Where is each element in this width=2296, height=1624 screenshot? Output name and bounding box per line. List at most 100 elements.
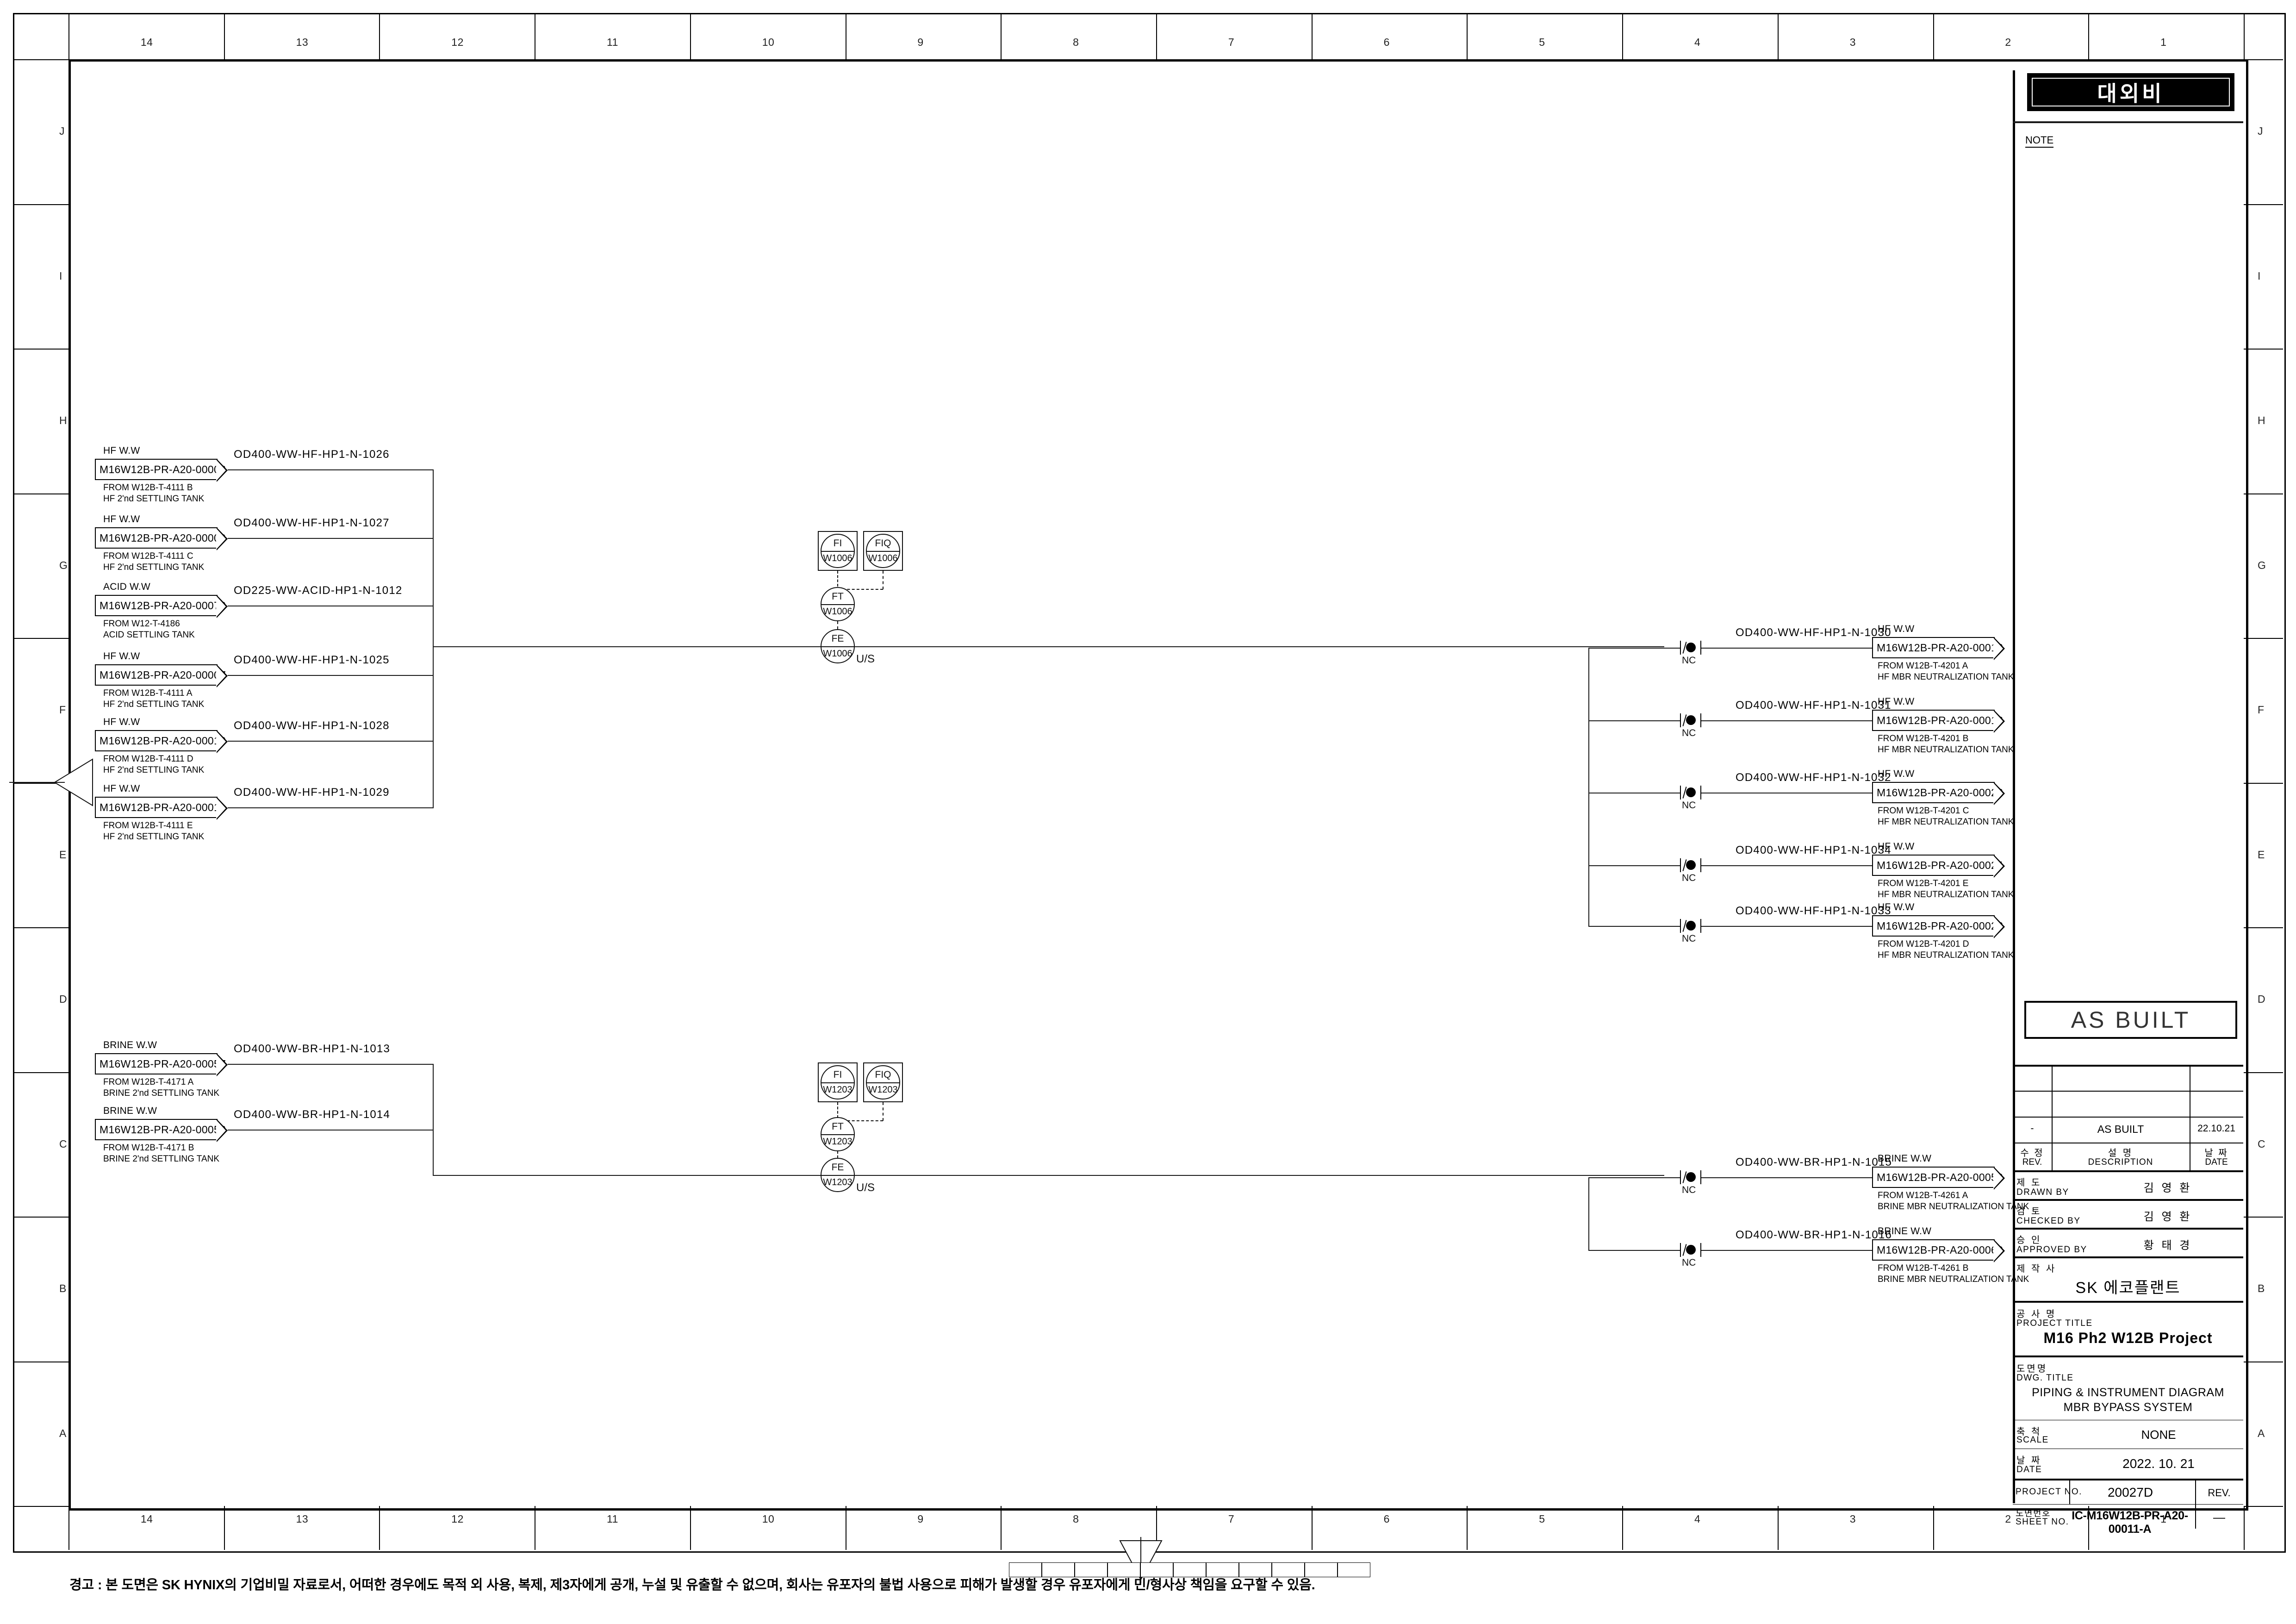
outlet-connector-flag[interactable]: M16W12B-PR-A20-00060 bbox=[1872, 1239, 2005, 1262]
dwg-title-label-en: DWG. TITLE bbox=[2016, 1373, 2074, 1383]
outlet-connector-tag: M16W12B-PR-A20-00024 bbox=[1877, 859, 2004, 871]
pipe-segment bbox=[1588, 865, 1680, 866]
zone-row-C: C bbox=[59, 1137, 68, 1150]
zone-col-2: 2 bbox=[2005, 36, 2011, 48]
zone-tick-left bbox=[14, 493, 68, 494]
signal-line-dashed bbox=[838, 589, 883, 590]
pipe-segment bbox=[433, 469, 434, 807]
pipe-segment bbox=[228, 675, 434, 676]
inlet-line-number: OD400-WW-HF-HP1-N-1028 bbox=[234, 719, 390, 732]
instrument-divider-line bbox=[821, 1175, 854, 1176]
inlet-connector-flag[interactable]: M16W12B-PR-A20-00070 bbox=[95, 595, 228, 618]
inlet-connector-flag[interactable]: M16W12B-PR-A20-00057 bbox=[95, 1053, 228, 1076]
revision-header-rev-ko: 수 정 bbox=[2020, 1148, 2044, 1158]
zone-row-J: J bbox=[59, 125, 65, 137]
control-valve-icon bbox=[1680, 641, 1701, 655]
zone-col-bottom-14: 14 bbox=[140, 1513, 153, 1525]
valve-fail-position-label: NC bbox=[1682, 1185, 1696, 1195]
control-valve-icon bbox=[1680, 919, 1701, 933]
zone-tick-left bbox=[14, 1217, 68, 1218]
valve-left-wing bbox=[1680, 1170, 1681, 1184]
pipe-segment bbox=[1588, 926, 1680, 927]
continuation-triangle-icon bbox=[54, 758, 93, 806]
zone-tick-bottom bbox=[2088, 1506, 2090, 1550]
valve-body bbox=[1686, 1172, 1696, 1182]
outlet-connector-flag[interactable]: M16W12B-PR-A20-00059 bbox=[1872, 1167, 2005, 1190]
maker-label-ko: 제 작 사 bbox=[2016, 1264, 2057, 1274]
zone-tick-right bbox=[2244, 638, 2283, 639]
outlet-line-number: OD400-WW-HF-HP1-N-1033 bbox=[1736, 905, 1892, 917]
revision-date-cell: 22.10.21 bbox=[2197, 1123, 2235, 1134]
zone-col-bottom-10: 10 bbox=[762, 1513, 775, 1525]
inlet-connector-flag[interactable]: M16W12B-PR-A20-00008 bbox=[95, 459, 228, 482]
pipe-segment bbox=[1701, 1250, 1872, 1251]
outlet-destination-line1: FROM W12B-T-4201 A bbox=[1878, 661, 1968, 671]
zone-tick-bottom bbox=[1622, 1506, 1624, 1550]
zone-col-bottom-9: 9 bbox=[917, 1513, 924, 1525]
checked-by-label-en: CHECKED BY bbox=[2016, 1216, 2081, 1226]
outlet-connector-tag: M16W12B-PR-A20-00059 bbox=[1877, 1171, 2004, 1183]
outlet-connector-flag[interactable]: M16W12B-PR-A20-00012 bbox=[1872, 637, 2005, 660]
inlet-connector-flag[interactable]: M16W12B-PR-A20-00011 bbox=[95, 797, 228, 820]
inlet-connector-tag: M16W12B-PR-A20-00009 bbox=[100, 531, 226, 544]
inlet-source-line2: ACID SETTLING TANK bbox=[103, 630, 195, 640]
zone-tick-top bbox=[224, 14, 225, 59]
revision-description-cell: AS BUILT bbox=[2097, 1123, 2144, 1135]
zone-tick-bottom bbox=[1467, 1506, 1468, 1550]
outlet-connector-tag: M16W12B-PR-A20-00022 bbox=[1877, 786, 2004, 799]
inlet-source-line1: FROM W12-T-4186 bbox=[103, 619, 180, 629]
pipe-segment bbox=[228, 807, 434, 808]
pipe-segment bbox=[1588, 1250, 1680, 1251]
outlet-line-number: OD400-WW-HF-HP1-N-1031 bbox=[1736, 699, 1892, 712]
zone-tick-right bbox=[2244, 927, 2283, 928]
signal-line-dashed bbox=[883, 1102, 884, 1121]
approved-by-label-en: APPROVED BY bbox=[2016, 1245, 2087, 1255]
confidential-stamp-text: 대외비 bbox=[2097, 81, 2165, 106]
zone-tick-bottom bbox=[1311, 1506, 1313, 1550]
zone-tick-bottom bbox=[690, 1506, 691, 1550]
instrument-divider-line bbox=[821, 551, 854, 552]
revision-header-date-en: DATE bbox=[2205, 1157, 2228, 1167]
outlet-connector-flag[interactable]: M16W12B-PR-A20-00024 bbox=[1872, 855, 2005, 878]
title-block bbox=[2013, 70, 2243, 1503]
zone-tick-top bbox=[1156, 14, 1157, 59]
outlet-connector-flag[interactable]: M16W12B-PR-A20-00022 bbox=[1872, 782, 2005, 805]
outlet-connector-flag[interactable]: M16W12B-PR-A20-00013 bbox=[1872, 710, 2005, 733]
valve-right-wing bbox=[1700, 641, 1701, 655]
outlet-service-label: HF W.W bbox=[1878, 696, 1915, 707]
inlet-connector-flag[interactable]: M16W12B-PR-A20-00010 bbox=[95, 730, 228, 753]
valve-body bbox=[1686, 715, 1696, 725]
valve-left-wing bbox=[1680, 919, 1681, 933]
zone-tick-left bbox=[14, 1072, 68, 1073]
valve-right-wing bbox=[1700, 1243, 1701, 1257]
zone-col-12: 12 bbox=[451, 36, 464, 48]
project-no-label: PROJECT NO. bbox=[2016, 1487, 2082, 1497]
outlet-service-label: HF W.W bbox=[1878, 902, 1915, 912]
inlet-source-line2: HF 2'nd SETTLING TANK bbox=[103, 493, 205, 504]
zone-tick-top bbox=[1467, 14, 1468, 59]
inlet-source-line1: FROM W12B-T-4171 A bbox=[103, 1077, 194, 1087]
fold-mark-cell bbox=[1338, 1562, 1370, 1577]
approved-by-row bbox=[2013, 1230, 2243, 1258]
inlet-connector-flag[interactable]: M16W12B-PR-A20-00007 bbox=[95, 664, 228, 687]
inlet-line-number: OD400-WW-HF-HP1-N-1029 bbox=[234, 786, 390, 799]
inlet-line-number: OD400-WW-HF-HP1-N-1026 bbox=[234, 448, 390, 461]
fold-mark-cell bbox=[1206, 1562, 1239, 1577]
zone-col-bottom-4: 4 bbox=[1694, 1513, 1701, 1525]
outlet-connector-flag[interactable]: M16W12B-PR-A20-00023 bbox=[1872, 915, 2005, 938]
inlet-connector-flag[interactable]: M16W12B-PR-A20-00009 bbox=[95, 527, 228, 550]
outlet-service-label: BRINE W.W bbox=[1878, 1153, 1932, 1164]
zone-row-right-E: E bbox=[2258, 848, 2265, 861]
inlet-connector-flag[interactable]: M16W12B-PR-A20-00058 bbox=[95, 1119, 228, 1142]
